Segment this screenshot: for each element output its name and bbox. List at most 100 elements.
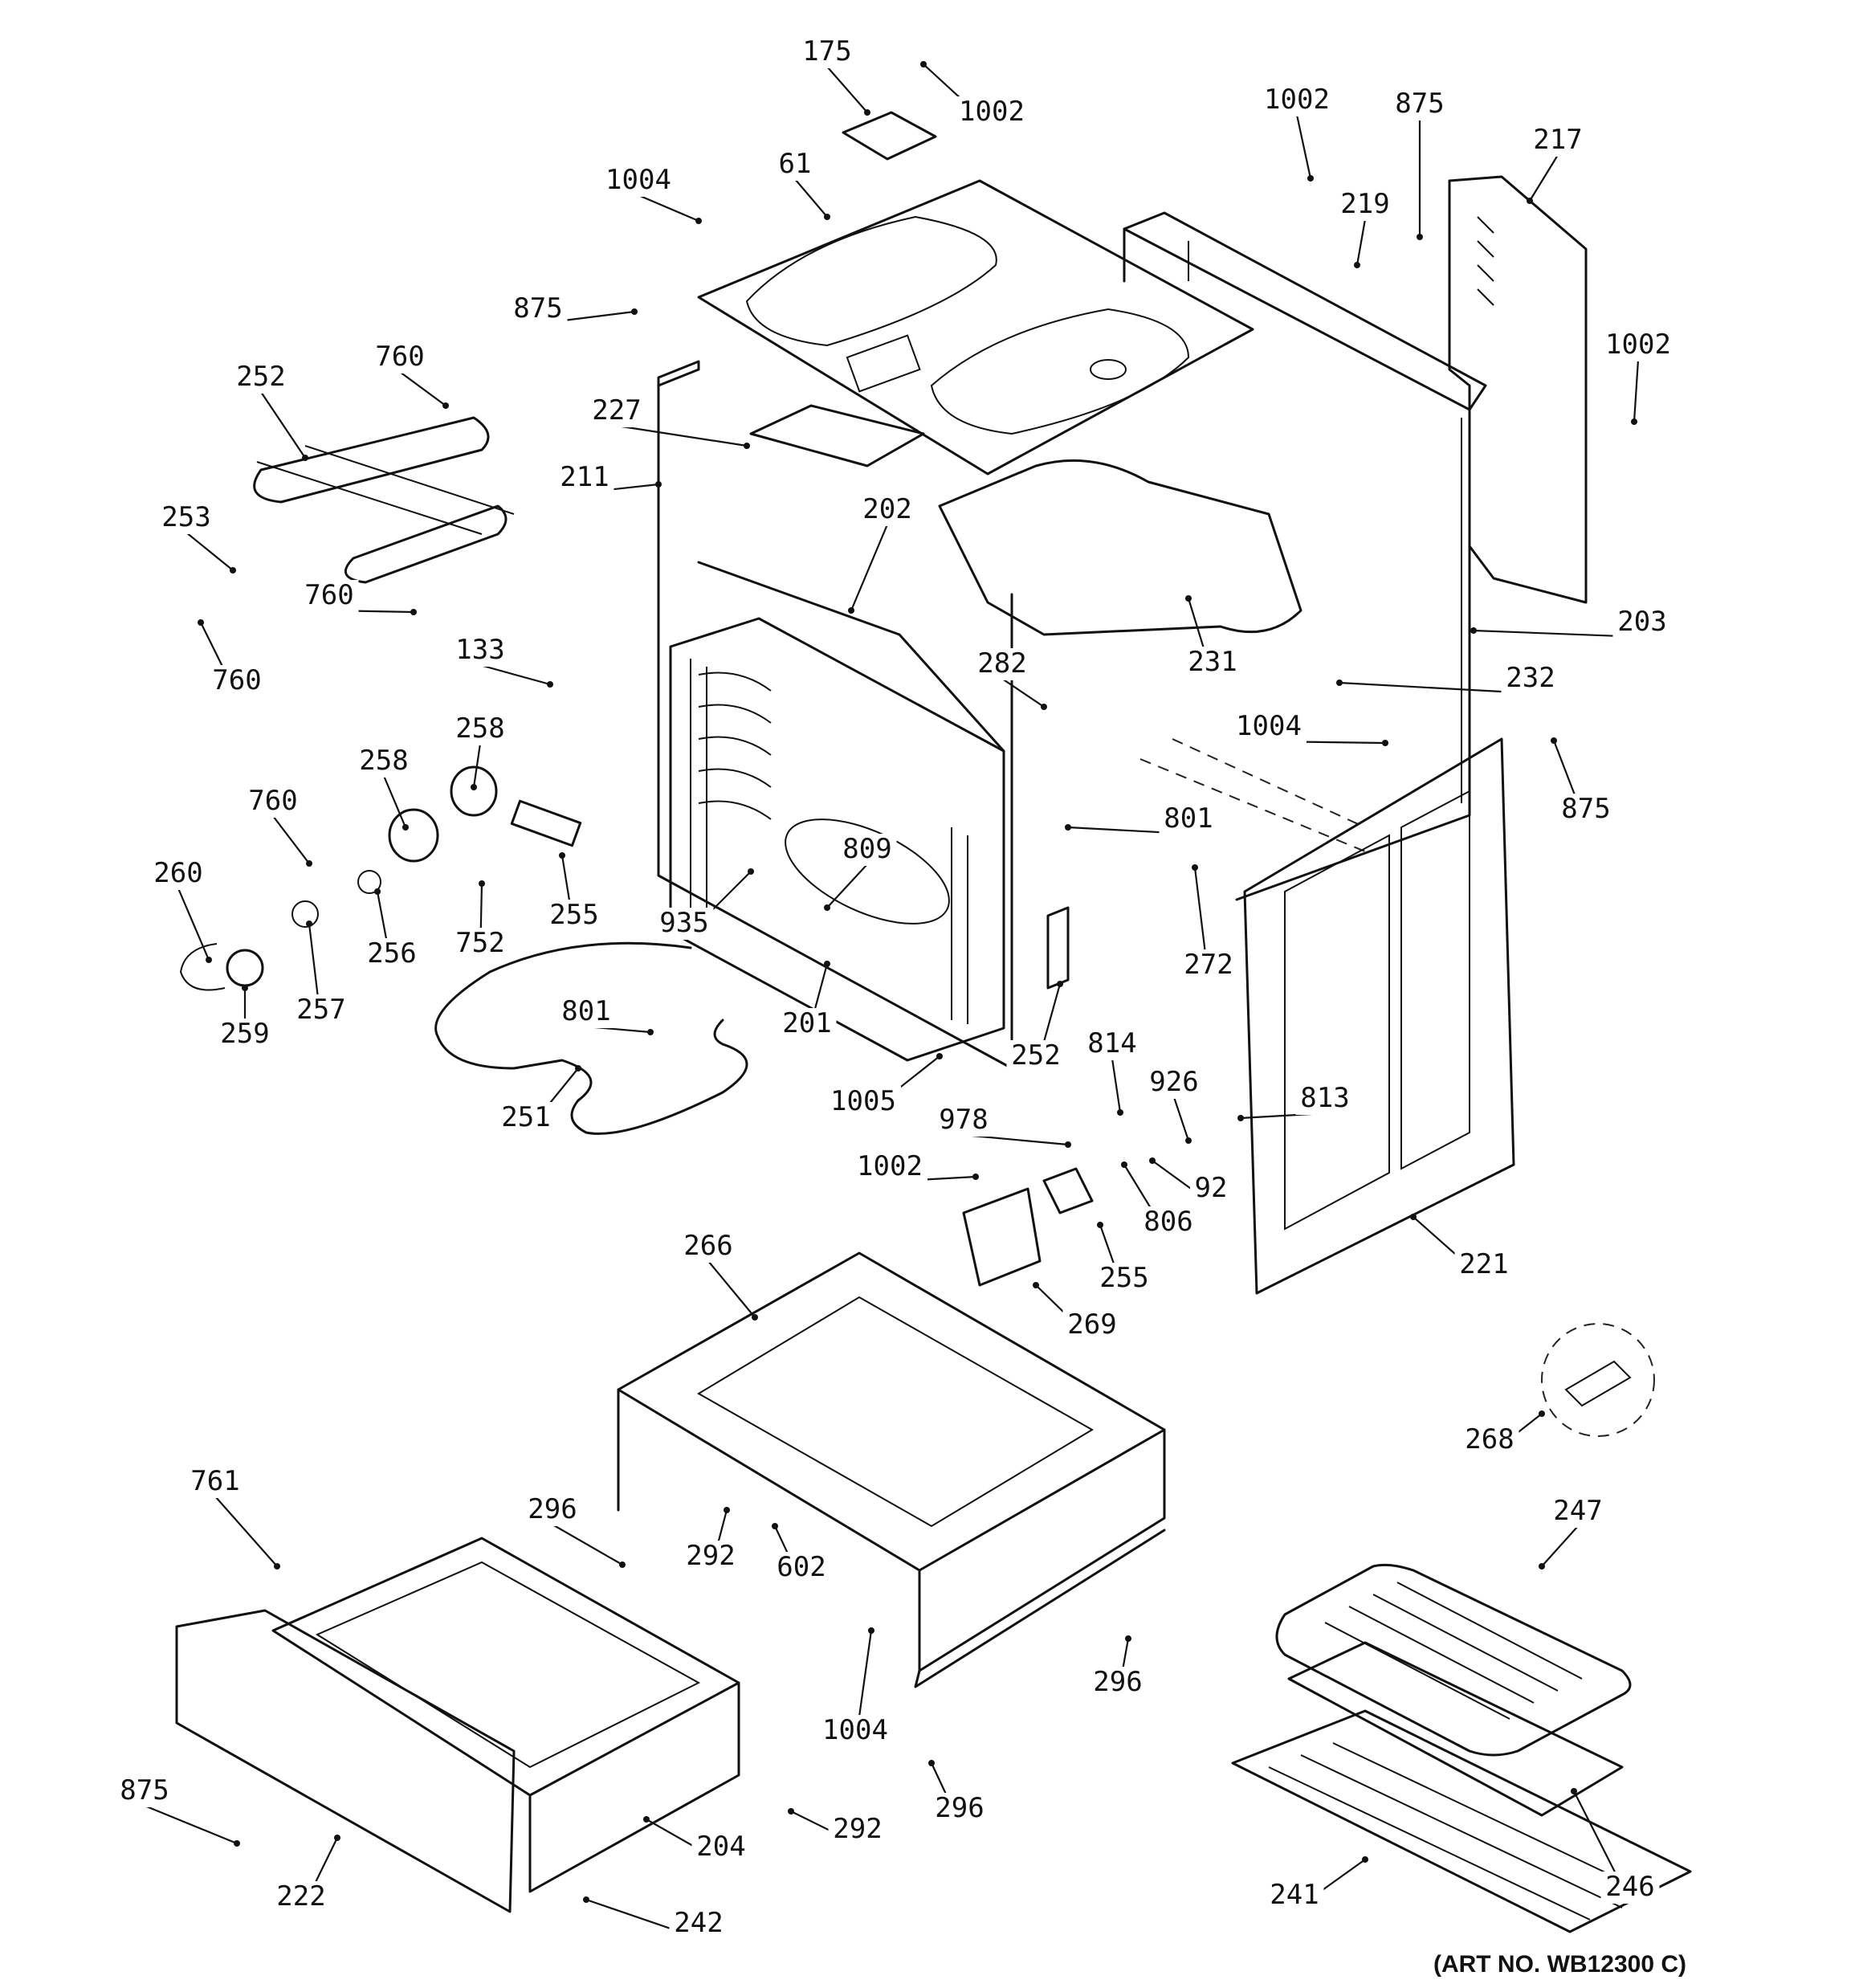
label-bg-935 xyxy=(654,908,714,940)
part-number-label: 935 xyxy=(659,907,708,939)
part-number-label: 761 xyxy=(190,1465,239,1497)
shield-227 xyxy=(749,404,925,467)
part-number-label: 296 xyxy=(935,1792,984,1824)
leader-point-266 xyxy=(752,1314,758,1321)
label-bg-1002 xyxy=(1259,84,1335,116)
part-number-label: 296 xyxy=(1093,1666,1142,1698)
part-number-label: 258 xyxy=(359,745,408,777)
leader-point-1004 xyxy=(1382,740,1388,746)
leader-point-255 xyxy=(559,852,565,859)
socket-257 xyxy=(291,900,319,928)
label-bg-875 xyxy=(1556,794,1616,826)
gasket-256 xyxy=(357,870,381,894)
part-number-label: 242 xyxy=(674,1907,723,1939)
leader-point-296 xyxy=(619,1561,626,1568)
leader-point-272 xyxy=(1192,864,1198,871)
broil-element-252 xyxy=(253,416,515,584)
leader-point-268 xyxy=(1539,1410,1545,1417)
part-number-label: 269 xyxy=(1067,1308,1116,1341)
part-number-label: 257 xyxy=(296,994,345,1026)
oven-liner-201 xyxy=(669,561,1005,1062)
leader-line-258 xyxy=(472,743,482,788)
leader-point-241 xyxy=(1362,1856,1368,1863)
art-number: (ART NO. WB12300 C) xyxy=(1433,1951,1686,1978)
label-bg-296 xyxy=(523,1494,582,1526)
part-number-label: 602 xyxy=(777,1551,826,1583)
label-bg-211 xyxy=(555,462,614,494)
part-number-label: 246 xyxy=(1605,1871,1654,1903)
broiler-pan-247 xyxy=(1275,1563,1632,1757)
part-number-label: 219 xyxy=(1340,188,1389,220)
leader-point-926 xyxy=(1185,1137,1192,1144)
leader-point-221 xyxy=(1410,1214,1417,1220)
ring-258 xyxy=(388,808,439,863)
leader-line-761 xyxy=(214,1496,278,1567)
hinge-252b xyxy=(1046,906,1070,990)
label-bg-257 xyxy=(291,994,351,1027)
leader-line-760 xyxy=(272,815,310,864)
label-bg-602 xyxy=(772,1552,831,1584)
label-bg-252 xyxy=(1006,1040,1066,1072)
label-bg-801 xyxy=(1159,803,1218,835)
part-number-label: 809 xyxy=(842,833,891,865)
leader-point-760 xyxy=(198,619,204,626)
leader-point-211 xyxy=(655,481,662,488)
leader-point-259 xyxy=(242,985,248,991)
label-bg-247 xyxy=(1548,1496,1608,1528)
part-number-label: 760 xyxy=(248,785,297,817)
leader-line-875 xyxy=(144,1804,238,1845)
part-number-label: 259 xyxy=(220,1018,269,1050)
leader-point-260 xyxy=(206,957,212,963)
part-number-label: 201 xyxy=(782,1007,831,1039)
leader-line-247 xyxy=(1541,1525,1579,1567)
leader-line-232 xyxy=(1339,681,1531,695)
leader-line-1004 xyxy=(638,194,699,222)
part-number-label: 752 xyxy=(455,927,504,959)
part-number-label: 292 xyxy=(686,1540,735,1572)
oven-rack-241 xyxy=(1231,1709,1692,1933)
leader-point-1004 xyxy=(695,218,702,224)
label-bg-296 xyxy=(1088,1667,1148,1699)
label-bg-256 xyxy=(362,938,422,970)
detail-circle-268 xyxy=(1541,1323,1655,1437)
leader-point-602 xyxy=(772,1523,778,1529)
part-number-label: 1002 xyxy=(857,1150,923,1182)
part-number-label: 247 xyxy=(1553,1495,1602,1527)
leader-point-875 xyxy=(631,308,638,315)
base-frame-266 xyxy=(617,1251,1166,1688)
leader-line-760 xyxy=(399,371,446,406)
part-number-label: 1002 xyxy=(959,96,1025,128)
label-bg-801 xyxy=(556,996,616,1028)
broiler-pan-246 xyxy=(1287,1641,1624,1817)
part-number-label: 801 xyxy=(1164,802,1213,835)
part-number-label: 875 xyxy=(1561,793,1610,825)
part-number-label: 1002 xyxy=(1605,329,1671,361)
label-bg-175 xyxy=(797,36,857,68)
leader-point-875 xyxy=(1417,234,1423,240)
label-bg-978 xyxy=(934,1104,993,1137)
label-bg-259 xyxy=(215,1018,275,1051)
drawer-204 xyxy=(271,1537,740,1893)
label-bg-1004 xyxy=(601,165,676,197)
part-number-label: 978 xyxy=(939,1104,988,1136)
part-number-label: 204 xyxy=(696,1831,745,1863)
label-bg-221 xyxy=(1454,1249,1514,1281)
label-bg-227 xyxy=(587,395,646,427)
label-bg-92 xyxy=(1190,1173,1232,1205)
leader-point-253 xyxy=(230,567,236,574)
label-bg-242 xyxy=(669,1908,728,1940)
leader-point-296 xyxy=(1125,1635,1131,1642)
label-bg-875 xyxy=(1390,88,1449,120)
leader-line-266 xyxy=(707,1260,756,1318)
bracket-255b xyxy=(1042,1167,1094,1214)
leader-point-801 xyxy=(647,1029,654,1035)
leader-point-247 xyxy=(1539,1563,1545,1570)
bracket-255 xyxy=(510,799,582,847)
leader-point-256 xyxy=(374,888,381,895)
leader-point-875 xyxy=(234,1840,240,1847)
leader-point-255 xyxy=(1097,1222,1103,1228)
label-bg-232 xyxy=(1501,663,1560,695)
clip-260 xyxy=(179,943,226,991)
leader-point-203 xyxy=(1470,627,1477,634)
label-bg-814 xyxy=(1082,1028,1142,1060)
